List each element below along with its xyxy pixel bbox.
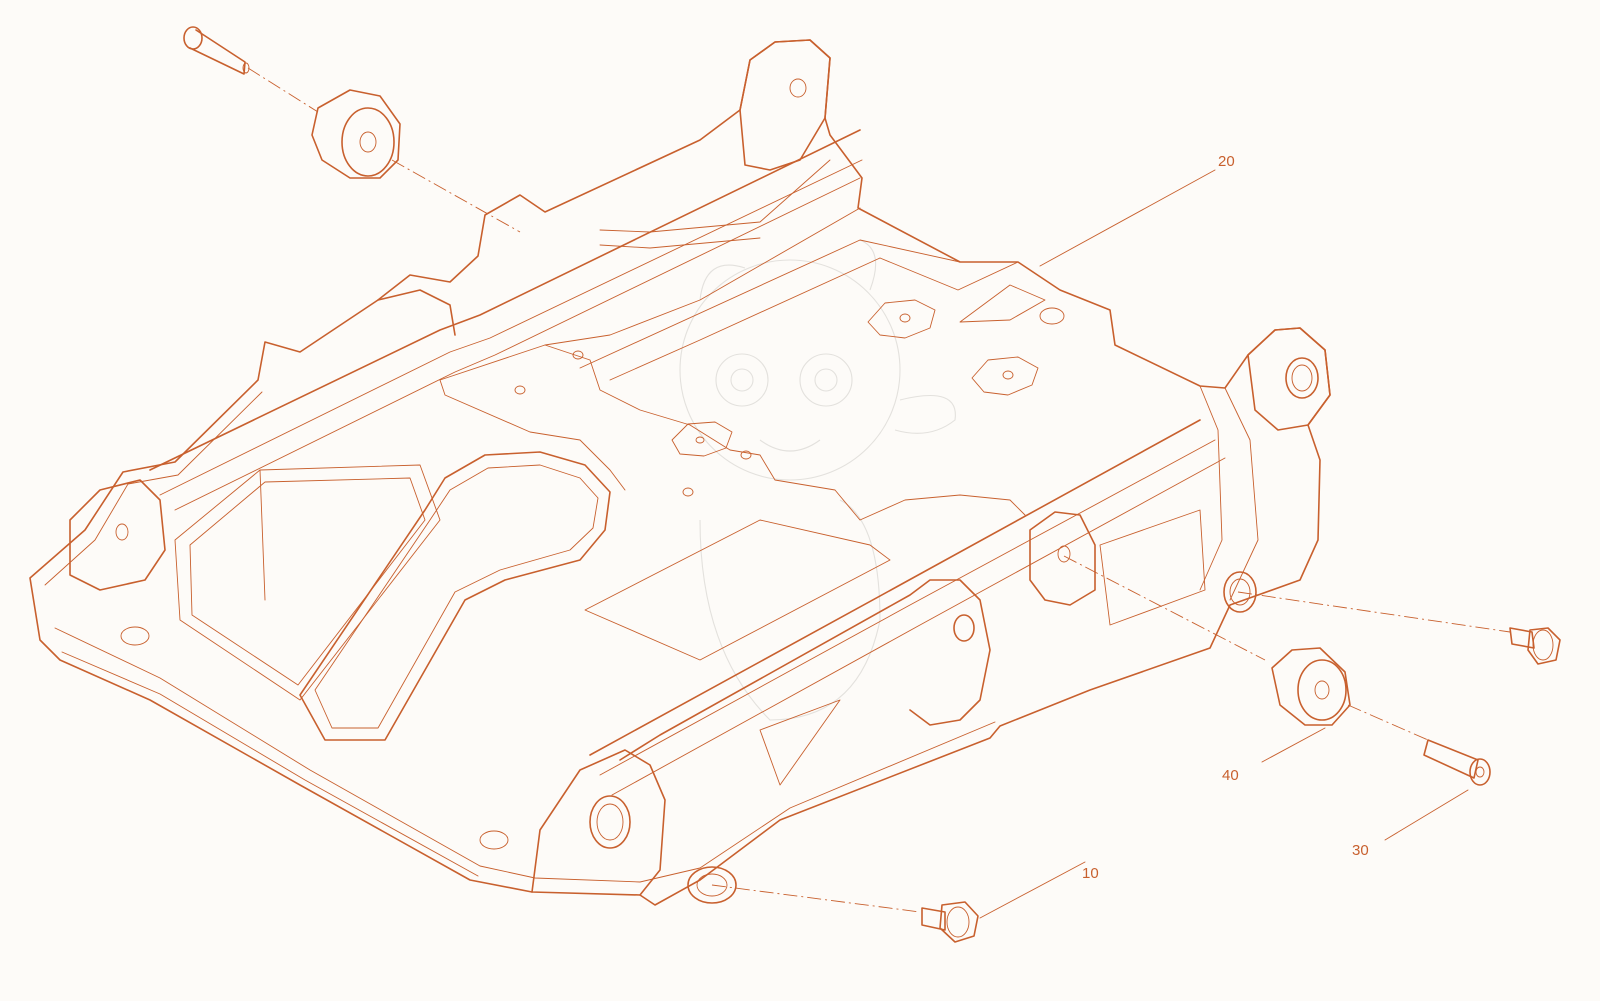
assembly-axes [247, 67, 1511, 913]
callout-20: 20 [1218, 153, 1235, 170]
flange-bolt-right [1509, 627, 1561, 665]
flange-bolt-10 [921, 901, 979, 943]
bolt-30 [1423, 739, 1491, 786]
bolt-top-left [183, 26, 250, 75]
callout-10: 10 [1082, 865, 1099, 882]
callout-30: 30 [1352, 842, 1369, 859]
main-housing [29, 39, 1331, 906]
spacer-right [1271, 647, 1351, 726]
watermark-figure [679, 239, 956, 721]
leader-lines [979, 169, 1469, 919]
callout-labels: 20 40 30 10 [1082, 153, 1369, 882]
spacer-top-left [311, 89, 401, 179]
callout-40: 40 [1222, 767, 1239, 784]
